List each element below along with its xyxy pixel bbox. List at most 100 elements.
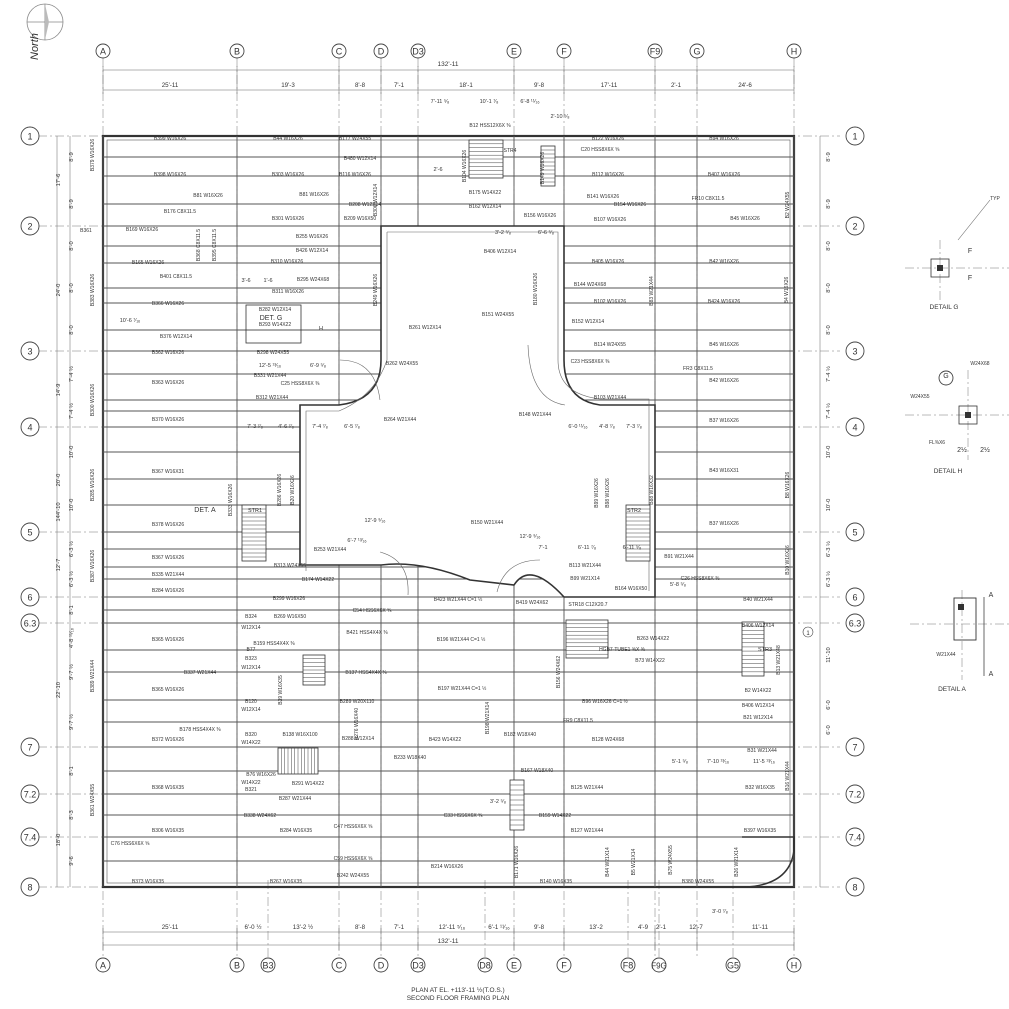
detail-bubble: [938, 370, 954, 386]
grid-bubble: [20, 522, 40, 542]
north-label: North: [29, 33, 41, 60]
dimension-label: 10'-0: [69, 446, 75, 459]
annotation-label: 11'-5 ¹³⁄₁₆: [753, 759, 775, 765]
beam-label: B286 W16X26: [277, 474, 283, 506]
dimension-label: 8'-9: [826, 152, 832, 162]
beam-label: B368 C8X11.5: [196, 229, 202, 261]
beam-label: B255 W16X26: [296, 234, 328, 240]
beam-label: B8 W16X26: [785, 471, 791, 498]
dimension-label: 11'-11: [752, 924, 769, 931]
beam-label: B13 W21X48: [776, 645, 782, 675]
beam-label: B177 W24X55: [339, 136, 371, 142]
grid-bubble-label: 2: [852, 222, 857, 232]
stair: [741, 621, 765, 677]
grid-bubble-label: A: [100, 47, 106, 57]
detail-title: DETAIL A: [938, 686, 966, 693]
annotation-label: 6'-9 ⁵⁄₈: [310, 362, 326, 369]
grid-bubble-label: 7.2: [849, 790, 862, 800]
beam-label: B81 W16X26: [299, 192, 329, 198]
beam-label: B267 W16X35: [270, 879, 302, 885]
detail-h: [905, 370, 1009, 460]
beam-label: B242 W24X55: [337, 873, 369, 879]
grid-bubble: [260, 957, 276, 973]
beam-label: B45 W16X26: [730, 216, 760, 222]
grid-bubble-label: 6.3: [849, 619, 862, 629]
section-marker: [802, 626, 814, 638]
beam-label: B424 W16X26: [708, 299, 740, 305]
grid-bubble-label: D3: [412, 47, 424, 57]
grid-bubble: [20, 827, 40, 847]
annotation-label: STR2: [627, 508, 641, 514]
dimension-label: 7'-4 ½: [68, 403, 75, 419]
annotation-label: 7'-10 ¹³⁄₁₆: [707, 759, 729, 765]
dimension-label: 9'-8: [534, 924, 545, 931]
beam-label: B174 W14X22: [302, 577, 334, 583]
beam-label: B261 W12X14: [409, 325, 441, 331]
grid-bubble: [20, 613, 40, 633]
detail-a: [910, 590, 1009, 680]
beam-label: B378 W16X26: [152, 522, 184, 528]
beam-label: B94 W16X26: [709, 136, 739, 142]
stair: [540, 145, 556, 187]
stair: [241, 504, 267, 562]
grid-bubble: [845, 613, 865, 633]
beam-label: B253 W21X44: [314, 547, 346, 553]
beam-label: C25 HSS8X6X ⅜: [281, 381, 320, 387]
column-core: [937, 265, 943, 271]
grid-bubble: [373, 43, 389, 59]
dimension-label: 10'-0: [826, 499, 832, 512]
dimension-label: 6'-1 ¹¹⁄₁₆: [488, 924, 510, 931]
grid-bubble-label: 7: [27, 743, 32, 753]
annotation-label: 2'-6: [434, 167, 443, 173]
beam-label: B88 W16X32: [649, 475, 655, 505]
beam-label: W12X14: [241, 707, 260, 713]
grid-bubble: [20, 126, 40, 146]
beam-label: B312 W21X44: [256, 395, 288, 401]
beam-label: B321: [245, 787, 257, 793]
beam-label: B98 W16X26: [605, 478, 611, 508]
beam-label: B406 W12X14: [742, 703, 774, 709]
beam-label: B370 W16X26: [152, 417, 184, 423]
beam-label: B214 W16X26: [431, 864, 463, 870]
beam-label: B293 W14X22: [259, 322, 291, 328]
dimension-label: 6'-0 ½: [244, 924, 261, 931]
beam-label: B122 W16X26: [592, 136, 624, 142]
beam-label: B81 W16X26: [193, 193, 223, 199]
beam-label: B299 W16X26: [273, 596, 305, 602]
beam-label: B167 W18X40: [521, 768, 553, 774]
beam-label: B295 W24X68: [297, 277, 329, 283]
beam-label: W12X14: [241, 665, 260, 671]
beam-label: B120: [245, 699, 257, 705]
dimension-label: 25'-11: [162, 924, 179, 931]
dimension-label: 18'-1: [459, 82, 473, 89]
beam-label: B287 W21X44: [279, 796, 311, 802]
grid-bubble-label: H: [791, 47, 798, 57]
grid-bubble-label: 7.4: [849, 833, 862, 843]
beam-label: B405 W16X26: [592, 259, 624, 265]
grid-bubble: [20, 587, 40, 607]
annotation-label: 3'-2 ⁵⁄₈: [495, 229, 511, 236]
dimension-label: 18'-0: [56, 834, 62, 847]
beam-label: B398 W16X26: [154, 172, 186, 178]
beam-label: FR10 C8X11.5: [692, 196, 725, 202]
beam-label: B137 HSS4X4X ⅜: [345, 670, 387, 676]
grid-bubble-label: F9: [650, 47, 661, 57]
column-symbol: [953, 597, 977, 641]
detail-annotation: F: [968, 275, 972, 282]
dimension-label: 9'-7 ½: [68, 664, 75, 680]
grid-bubble: [689, 43, 705, 59]
grid-bubble: [845, 417, 865, 437]
beam-label: B276 W16X40: [354, 708, 360, 740]
exterior-wall-inner: [106, 139, 791, 884]
beam-label: B114 W24X55: [594, 342, 626, 348]
grid-bubble-label: 2: [27, 222, 32, 232]
annotation-label: 10'-1 ⁷⁄₈: [480, 98, 499, 105]
detail-annotation: TYP: [990, 196, 1000, 202]
beam-label: B103 W21X44: [594, 395, 626, 401]
beam-label: B127 W21X44: [571, 828, 603, 834]
grid-bubble-label: 6: [27, 593, 32, 603]
beam-label: B37 W16X26: [709, 521, 739, 527]
grid-bubble: [845, 341, 865, 361]
annotation-label: 3'-6: [242, 278, 251, 284]
